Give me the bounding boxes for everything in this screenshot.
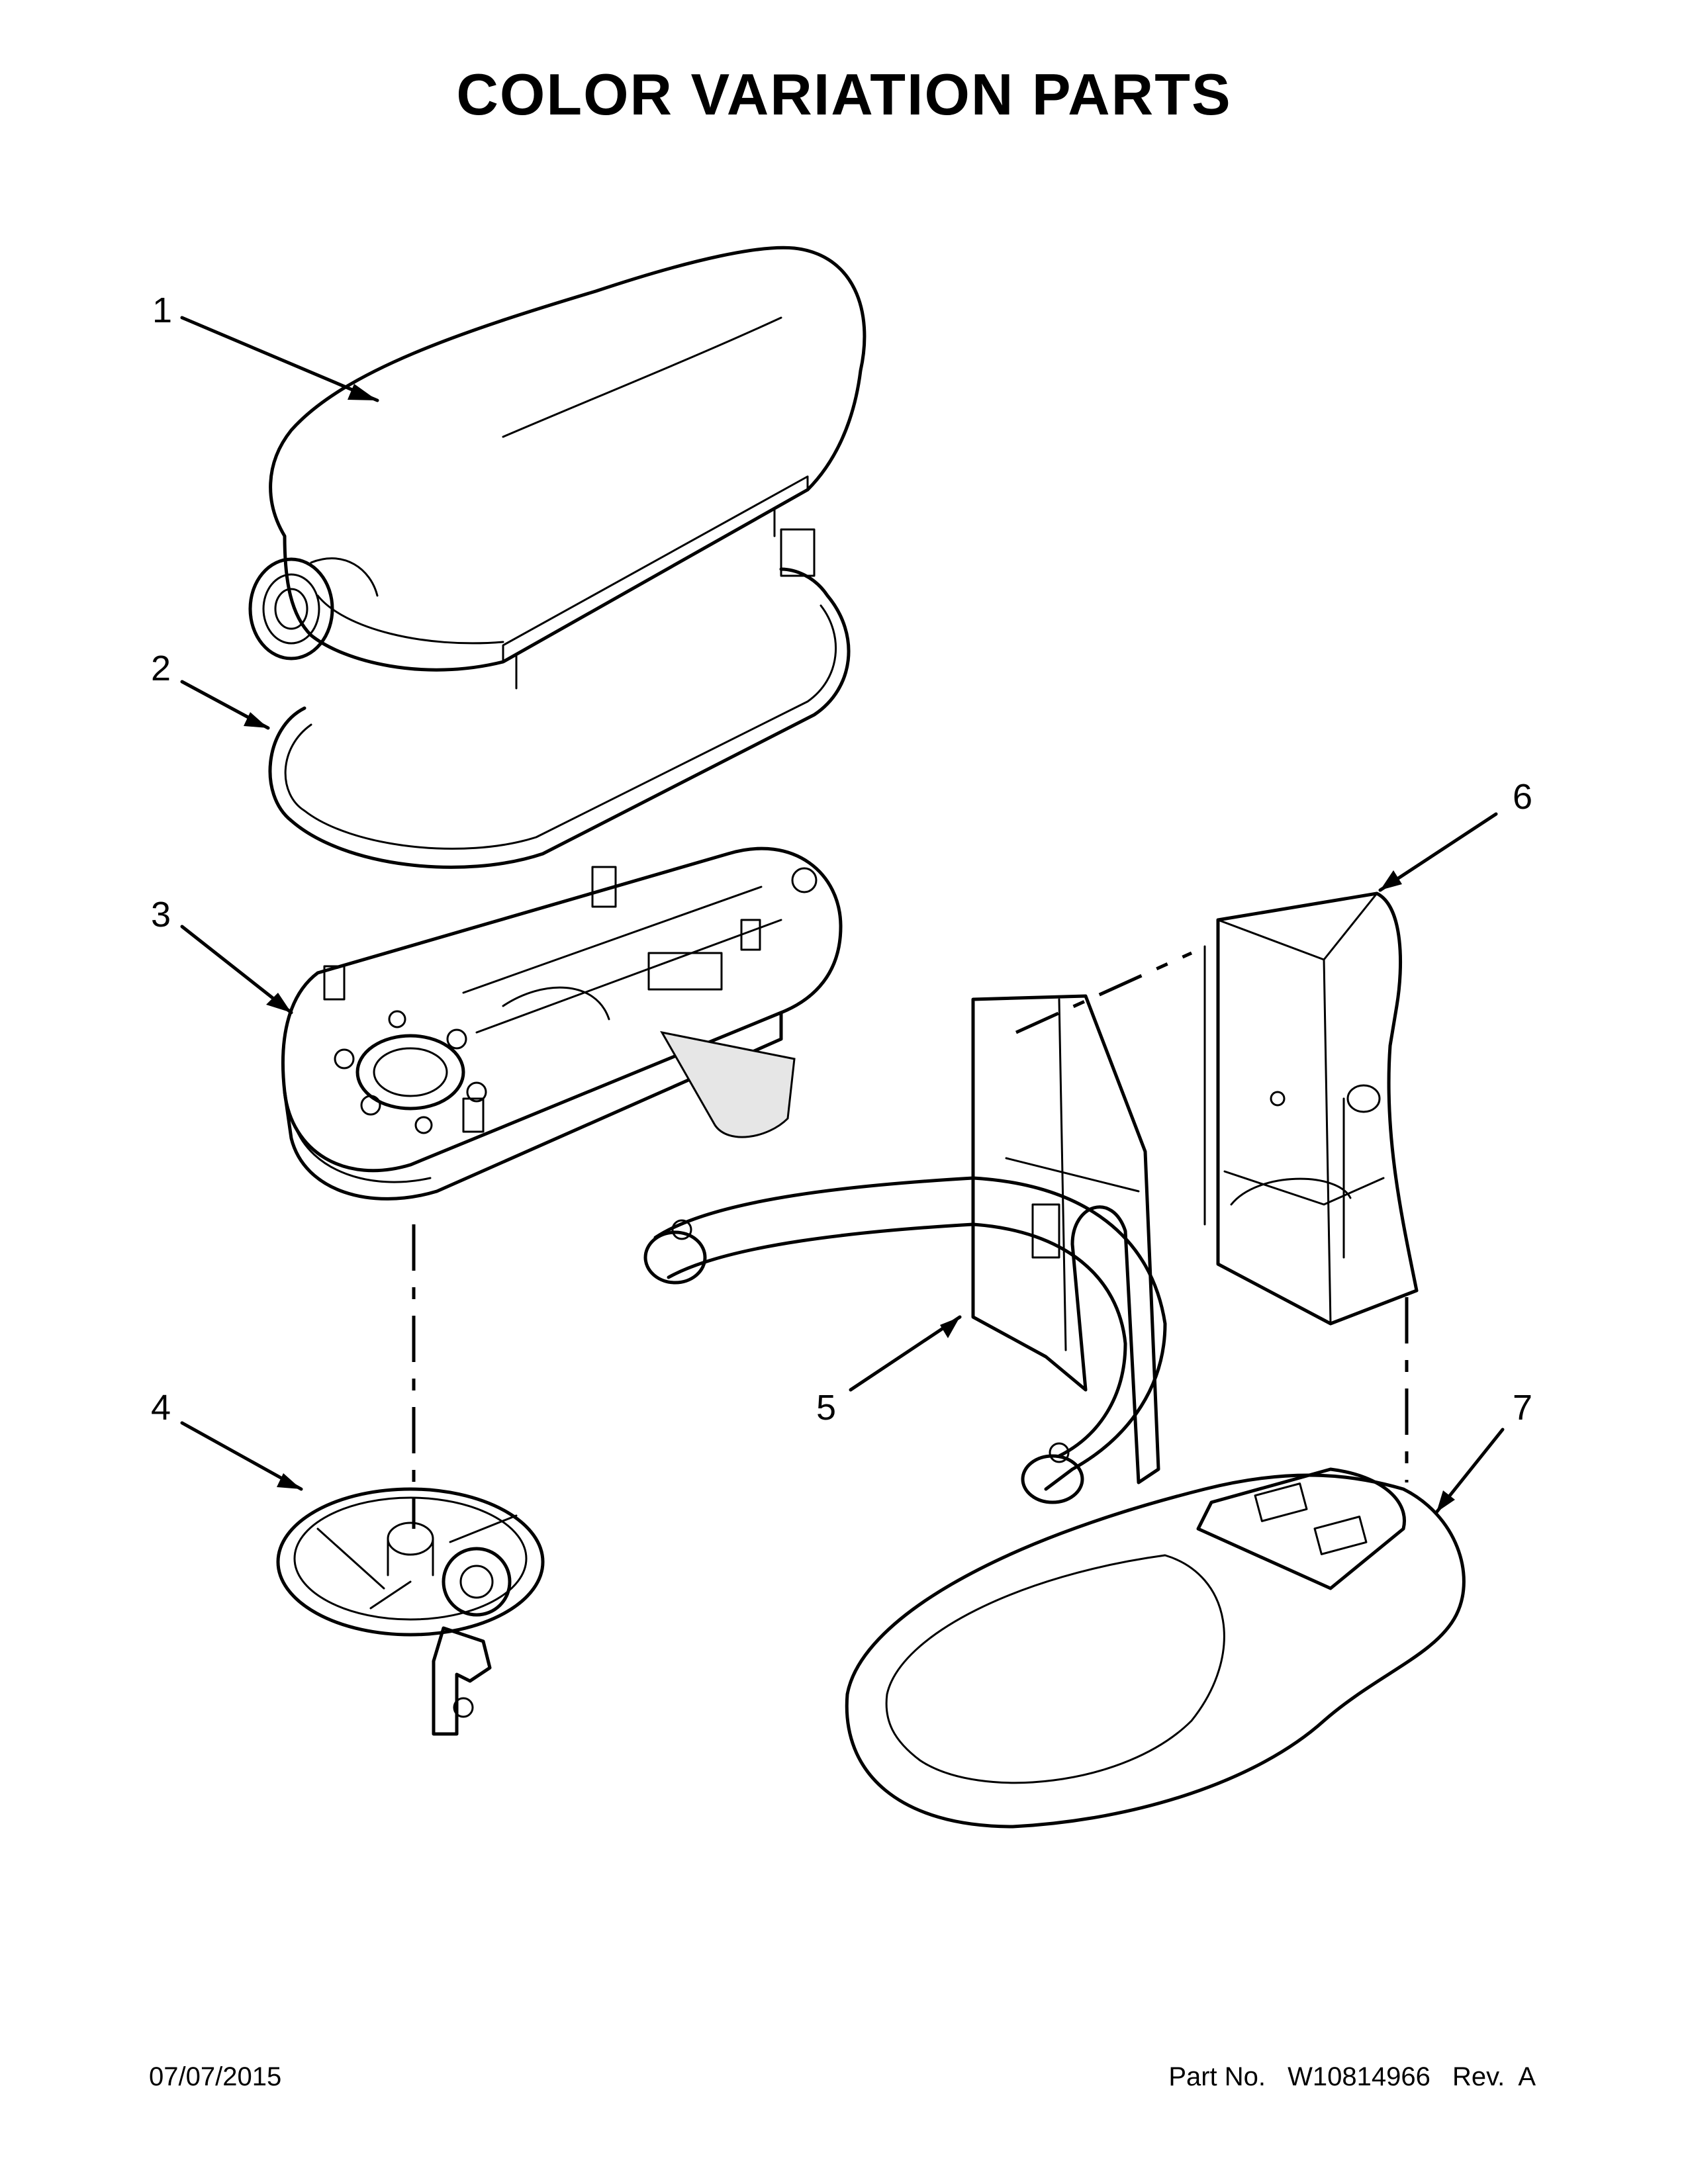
leader-1 <box>180 316 379 402</box>
arrowhead-7 <box>1436 1490 1455 1512</box>
callout-2: 2 <box>151 649 171 688</box>
arrowhead-1 <box>348 384 377 400</box>
arrowhead-2 <box>244 712 268 728</box>
part-6-pedestal <box>1203 891 1419 1326</box>
part-number-value: W10814966 <box>1288 2062 1430 2091</box>
arrowhead-6 <box>1380 870 1402 890</box>
callout-1: 1 <box>152 291 172 330</box>
footer-date: 07/07/2015 <box>149 2062 282 2091</box>
leader-5 <box>849 1315 962 1392</box>
revision-label: Rev. A <box>1452 2062 1536 2091</box>
part-4-planetary-unit <box>276 1487 545 1736</box>
center-line-5-6 <box>1015 951 1193 1034</box>
arrowhead-3 <box>266 993 291 1013</box>
callout-5: 5 <box>816 1388 836 1428</box>
part-number-label: Part No. <box>1168 2062 1266 2091</box>
callout-6: 6 <box>1513 777 1532 817</box>
footer-part-info: Part No. W10814966 Rev. A <box>1168 2062 1536 2092</box>
part-3-gear-housing <box>281 846 843 1201</box>
part-2-trim-band <box>268 528 851 869</box>
arrowhead-5 <box>940 1317 960 1338</box>
callout-numbers: 1 2 3 4 5 6 7 <box>151 291 1532 1428</box>
page-title: COLOR VARIATION PARTS <box>456 62 1232 127</box>
arrowhead-4 <box>277 1473 301 1489</box>
callout-7: 7 <box>1513 1388 1532 1428</box>
leader-6 <box>1378 812 1498 892</box>
part-7-base <box>845 1467 1466 1829</box>
part-5-bowl-clamp-plate <box>643 994 1167 1504</box>
leader-lines <box>180 316 1505 1514</box>
part-1-motor-housing <box>248 246 867 690</box>
callout-4: 4 <box>151 1388 171 1428</box>
callout-3: 3 <box>151 895 171 934</box>
assembly-center-lines <box>412 951 1409 1529</box>
